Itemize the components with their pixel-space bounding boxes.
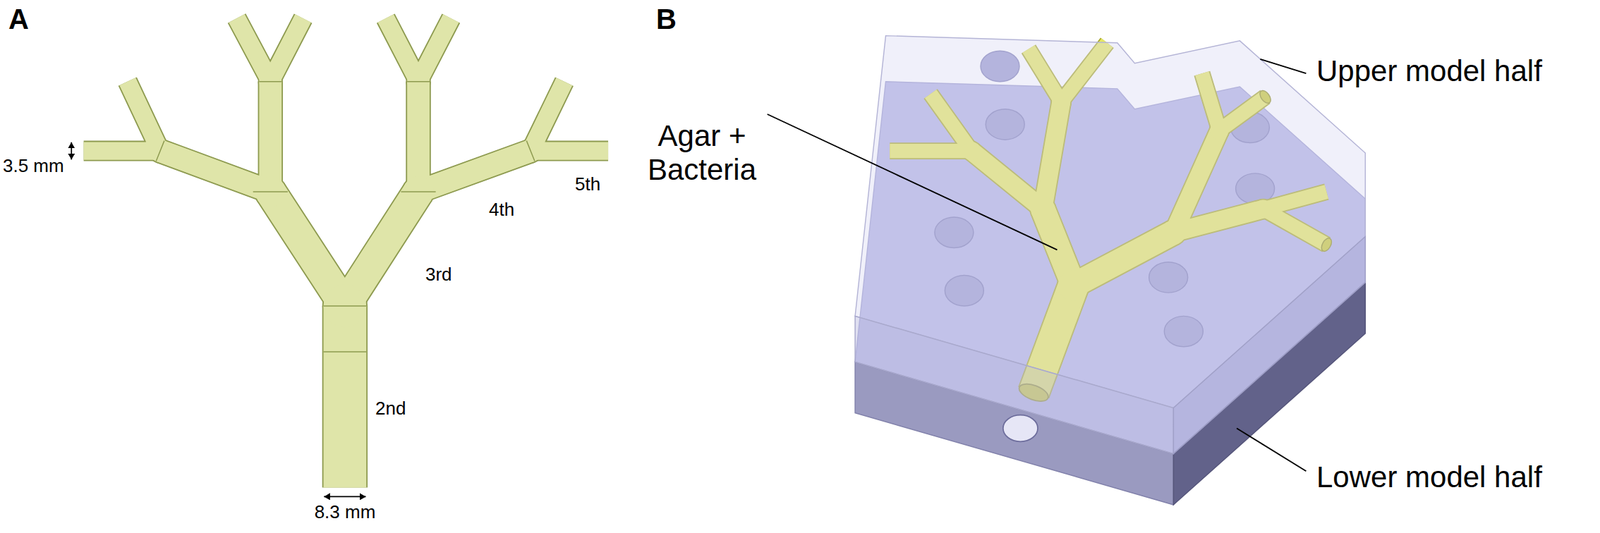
tube-fill — [160, 81, 531, 192]
tube-outline — [160, 81, 531, 192]
segment-line — [155, 81, 535, 353]
panel-letter: A — [8, 2, 29, 36]
leader-line — [767, 114, 1058, 250]
part-label: Lower model half — [1316, 460, 1543, 495]
tube-fill — [83, 18, 609, 151]
leader-line — [1236, 428, 1306, 472]
panel-letter: B — [656, 2, 677, 36]
part-label: Upper model half — [1316, 54, 1543, 89]
material-label: Agar + Bacteria — [647, 119, 757, 188]
upper-half-face — [1173, 237, 1366, 455]
upper-half-face — [855, 316, 1174, 454]
upper-half — [855, 35, 1366, 455]
dimension-label: 8.3 mm — [314, 502, 377, 524]
generation-label: 4th — [488, 199, 515, 221]
airway-tree-a — [83, 18, 609, 488]
generation-label: 3rd — [425, 264, 453, 286]
dimension-arrow — [323, 496, 366, 499]
tube-outline — [322, 306, 368, 488]
generation-label: 2nd — [375, 398, 406, 420]
dimension-label: 3.5 mm — [2, 155, 65, 178]
tube-fill — [323, 306, 367, 488]
tube-outline — [83, 18, 609, 151]
leader-line — [1259, 59, 1306, 74]
outlet-hole — [1003, 415, 1038, 443]
dimension-arrow — [70, 142, 72, 161]
generation-label: 5th — [574, 174, 601, 196]
